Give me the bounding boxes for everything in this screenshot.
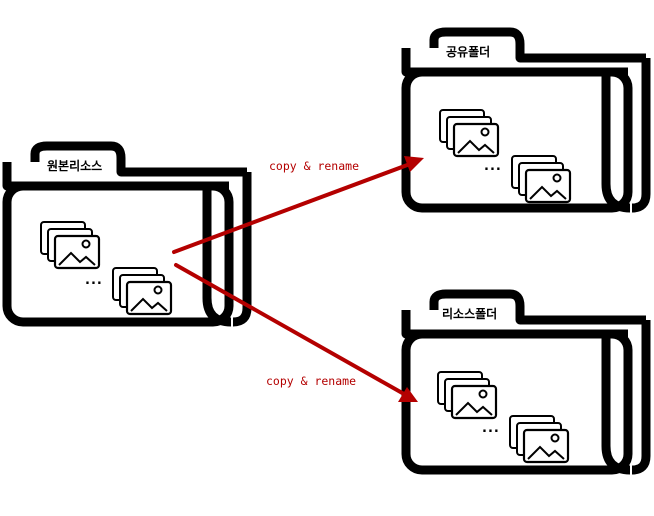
arrow-to-shared xyxy=(172,156,424,254)
image-stack-icon xyxy=(510,154,572,204)
image-stack-icon xyxy=(39,220,101,270)
arrowhead-icon xyxy=(398,387,418,402)
edge-label-to-shared: copy & rename xyxy=(269,159,359,173)
folder-shared: 공유폴더 ... xyxy=(406,32,646,208)
arrow-line xyxy=(174,263,406,396)
edge-label-to-resource: copy & rename xyxy=(266,374,356,388)
image-stack-icon xyxy=(111,266,173,316)
folder-resource-label: 리소스폴더 xyxy=(442,306,497,321)
arrow-line xyxy=(172,162,412,254)
folder-source-label: 원본리소스 xyxy=(47,158,102,173)
image-stack-icon xyxy=(508,414,570,464)
image-stack-icon xyxy=(438,108,500,158)
folder-resource: 리소스폴더 ... xyxy=(406,294,646,470)
ellipsis: ... xyxy=(484,159,502,174)
folder-shared-label: 공유폴더 xyxy=(446,44,490,59)
folder-source: 원본리소스 ... xyxy=(7,146,247,322)
image-stack-icon xyxy=(436,370,498,420)
ellipsis: ... xyxy=(482,421,500,436)
ellipsis: ... xyxy=(85,273,103,288)
arrowhead-icon xyxy=(404,156,424,172)
arrow-to-resource xyxy=(174,263,418,402)
